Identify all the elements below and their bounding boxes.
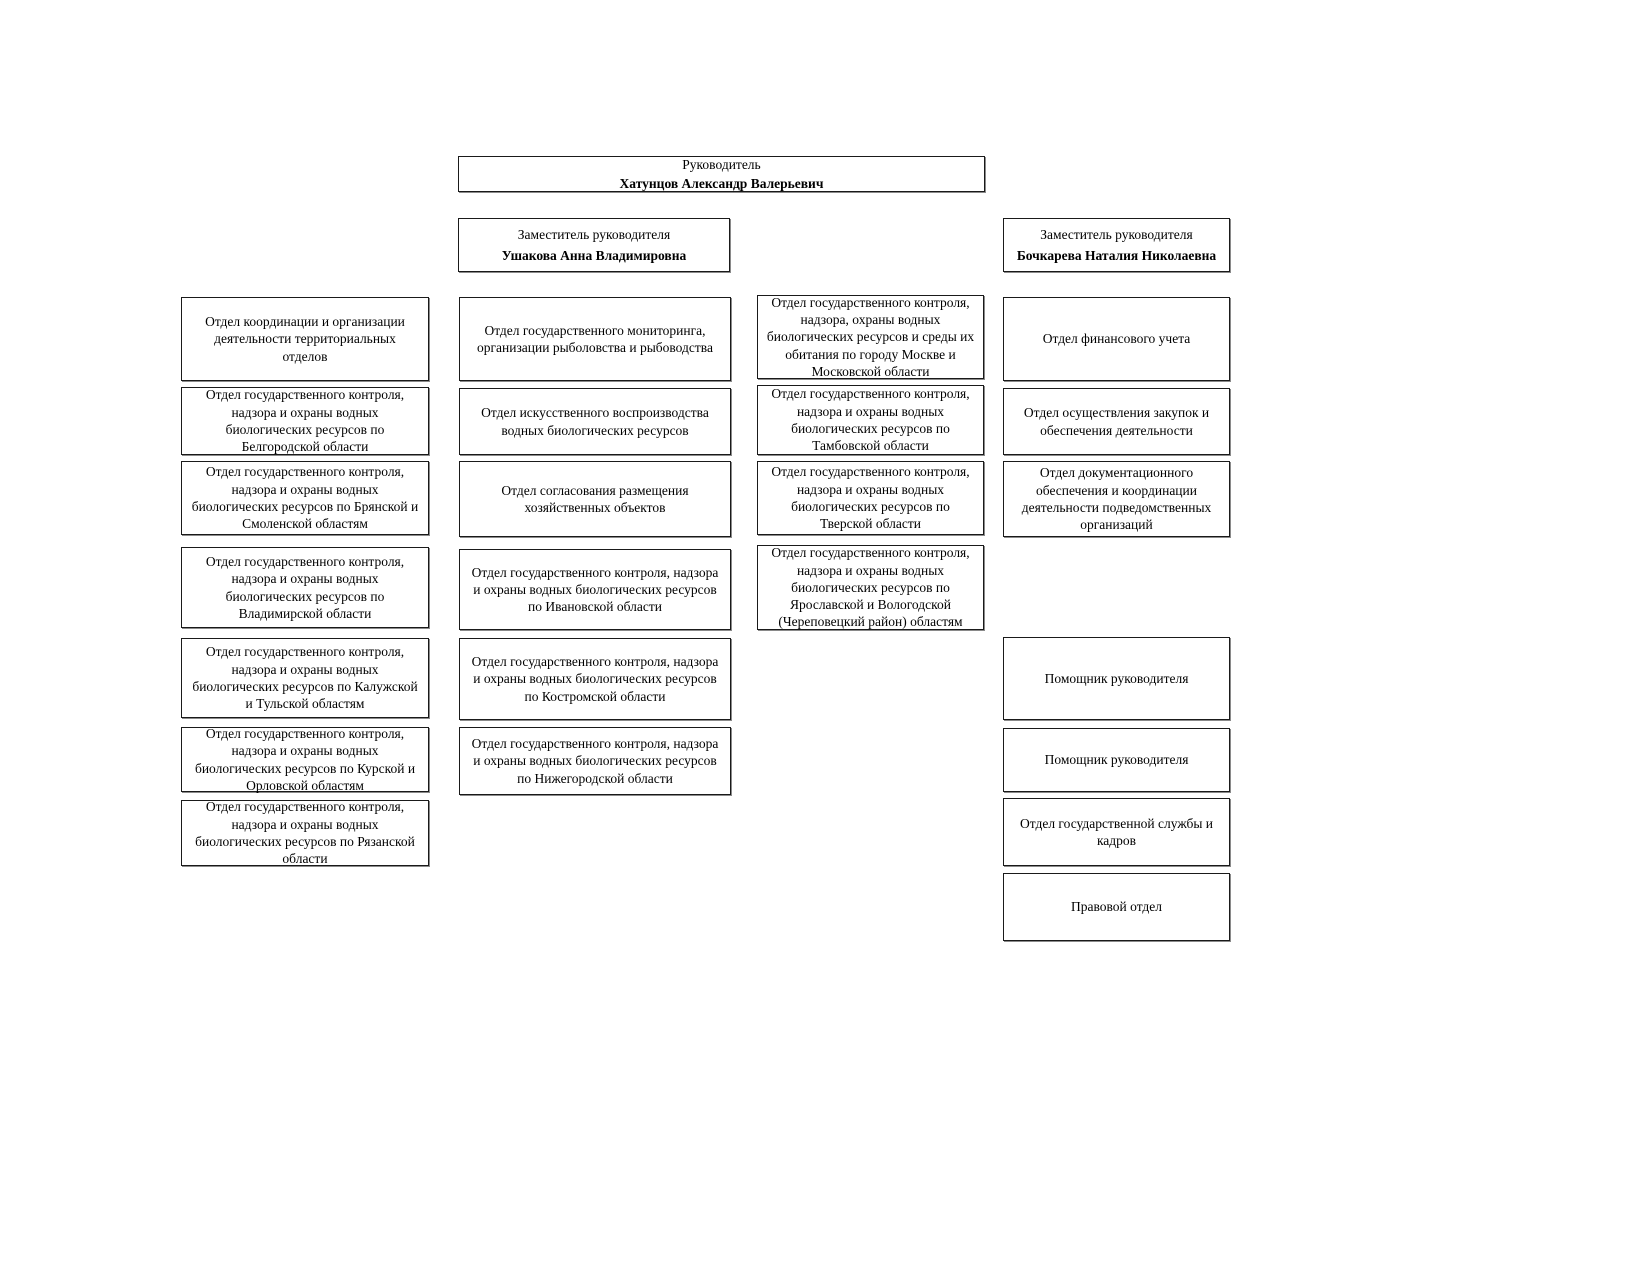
head-name: Хатунцов Александр Валерьевич xyxy=(619,175,824,191)
dept-box-label: Отдел согласования размещения хозяйствен… xyxy=(501,482,689,515)
dept-box-label: Отдел государственного контроля, надзора… xyxy=(471,564,719,615)
dept-box-label: Отдел искусственного воспроизводства вод… xyxy=(481,405,709,438)
dept-box: Отдел осуществления закупок и обеспечени… xyxy=(1003,388,1230,455)
dept-box: Отдел государственного контроля, надзора… xyxy=(459,727,731,795)
dept-box: Отдел государственного контроля, надзора… xyxy=(757,545,984,630)
dept-box-label: Отдел государственного контроля, надзора… xyxy=(771,464,970,532)
deputy-box-right: Заместитель руководителя Бочкарева Натал… xyxy=(1003,218,1230,272)
dept-box-label: Отдел государственного контроля, надзора… xyxy=(471,736,719,786)
dept-box: Отдел государственного контроля, надзора… xyxy=(181,461,429,535)
dept-box-label: Отдел финансового учета xyxy=(1042,331,1191,347)
dept-box-label: Отдел государственного контроля, надзора… xyxy=(771,545,970,630)
dept-box-label: Отдел государственного контроля, надзора… xyxy=(194,725,416,793)
dept-box-label: Помощник руководителя xyxy=(1044,752,1189,768)
dept-box-label: Отдел государственного контроля, надзора… xyxy=(195,799,415,867)
dept-box-label: Помощник руководителя xyxy=(1044,670,1189,686)
dept-box-label: Отдел государственного контроля, надзора… xyxy=(191,464,419,532)
dept-box: Отдел документационного обеспечения и ко… xyxy=(1003,461,1230,537)
dept-box: Отдел координации и организации деятельн… xyxy=(181,297,429,381)
deputy-name: Бочкарева Наталия Николаевна xyxy=(1016,247,1217,263)
dept-box-label: Отдел координации и организации деятельн… xyxy=(205,314,405,364)
dept-box-label: Отдел осуществления закупок и обеспечени… xyxy=(1023,405,1210,438)
dept-box: Отдел государственного контроля, надзора… xyxy=(757,295,984,379)
dept-box-label: Отдел государственного мониторинга, орга… xyxy=(477,322,713,355)
dept-box: Помощник руководителя xyxy=(1003,637,1230,720)
dept-box-label: Отдел государственного контроля, надзора… xyxy=(192,644,418,712)
deputy-title: Заместитель руководителя xyxy=(517,226,671,242)
dept-box: Отдел государственного контроля, надзора… xyxy=(181,638,429,718)
dept-box: Отдел государственного контроля, надзора… xyxy=(459,549,731,630)
dept-box: Помощник руководителя xyxy=(1003,728,1230,792)
dept-box-label: Отдел документационного обеспечения и ко… xyxy=(1021,465,1212,533)
dept-box: Отдел согласования размещения хозяйствен… xyxy=(459,461,731,537)
dept-box: Отдел искусственного воспроизводства вод… xyxy=(459,388,731,455)
dept-box: Отдел государственного контроля, надзора… xyxy=(181,547,429,628)
dept-box-label: Правовой отдел xyxy=(1070,899,1163,915)
deputy-name: Ушакова Анна Владимировна xyxy=(501,247,687,263)
deputy-title: Заместитель руководителя xyxy=(1040,226,1193,242)
dept-box: Отдел государственной службы и кадров xyxy=(1003,798,1230,866)
dept-box-label: Отдел государственного контроля, надзора… xyxy=(471,654,719,704)
dept-box-label: Отдел государственного контроля, надзора… xyxy=(205,387,405,455)
dept-box-label: Отдел государственного контроля, надзора… xyxy=(766,294,975,379)
deputy-box-left: Заместитель руководителя Ушакова Анна Вл… xyxy=(458,218,730,272)
dept-box-label: Отдел государственного контроля, надзора… xyxy=(771,386,970,454)
dept-box: Правовой отдел xyxy=(1003,873,1230,941)
dept-box-label: Отдел государственного контроля, надзора… xyxy=(205,553,405,621)
dept-box: Отдел государственного контроля, надзора… xyxy=(181,725,429,793)
dept-box: Отдел государственного контроля, надзора… xyxy=(181,387,429,455)
dept-box: Отдел государственного мониторинга, орга… xyxy=(459,297,731,381)
dept-box: Отдел государственного контроля, надзора… xyxy=(757,461,984,535)
dept-box-label: Отдел государственной службы и кадров xyxy=(1019,815,1214,848)
dept-box: Отдел финансового учета xyxy=(1003,297,1230,381)
dept-box: Отдел государственного контроля, надзора… xyxy=(459,638,731,720)
head-title: Руководитель xyxy=(682,157,761,173)
dept-box: Отдел государственного контроля, надзора… xyxy=(181,799,429,867)
dept-box: Отдел государственного контроля, надзора… xyxy=(757,385,984,455)
head-box: Руководитель Хатунцов Александр Валерьев… xyxy=(458,156,985,192)
